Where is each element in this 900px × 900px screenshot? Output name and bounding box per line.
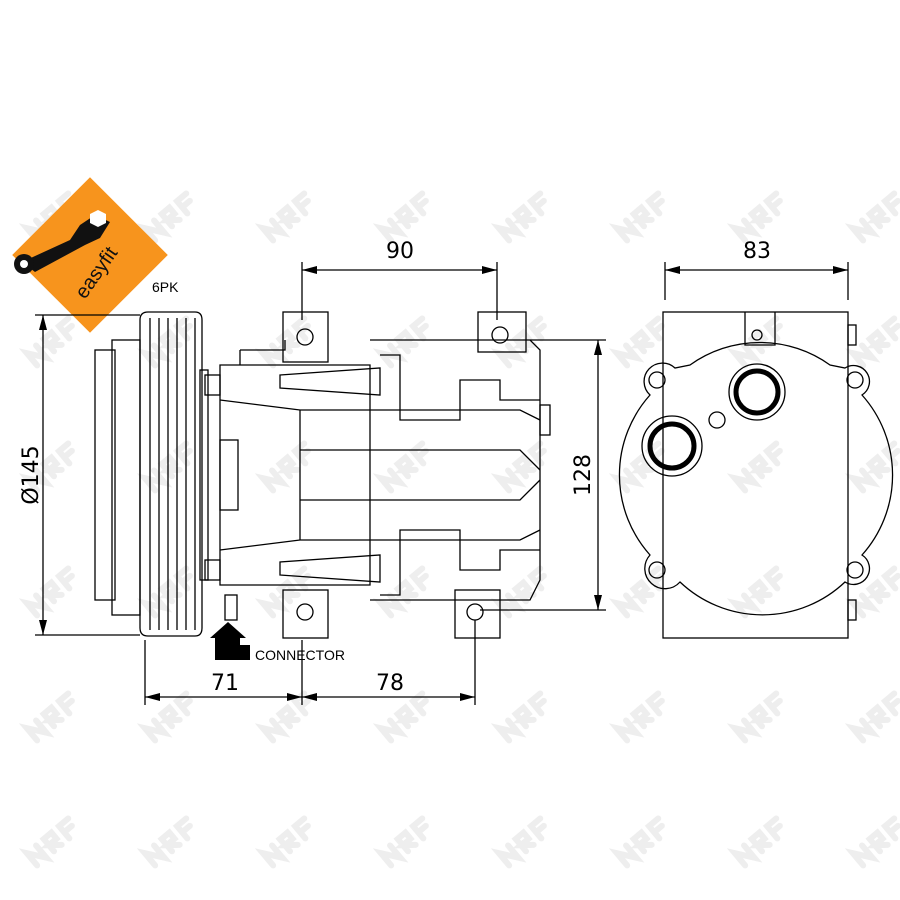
nrf-watermark-mark	[136, 315, 193, 369]
nrf-watermark-mark	[254, 815, 311, 869]
wrench-icon	[22, 215, 110, 272]
compressor-side-view	[204, 311, 551, 639]
nrf-watermark-mark	[844, 815, 900, 869]
width-label: 90	[386, 239, 414, 264]
nrf-watermark-mark	[18, 565, 75, 619]
left-length-label: 71	[211, 671, 239, 696]
belt-label: 6PK	[152, 279, 179, 295]
nrf-watermark-mark	[608, 690, 665, 744]
nrf-watermark-mark	[18, 690, 75, 744]
nrf-watermark-mark	[18, 440, 75, 494]
nrf-watermark-mark	[844, 440, 900, 494]
nrf-watermark-mark	[726, 440, 783, 494]
nrf-watermark-mark	[136, 565, 193, 619]
diameter-label: Ø145	[19, 445, 44, 504]
nrf-watermark-mark	[608, 315, 665, 369]
nrf-watermark-mark	[844, 315, 900, 369]
nrf-watermark-mark	[726, 190, 783, 244]
watermark-layer	[18, 190, 900, 869]
nrf-watermark-mark	[18, 815, 75, 869]
nrf-watermark-mark	[608, 565, 665, 619]
nrf-watermark-mark	[608, 815, 665, 869]
nrf-watermark-mark	[136, 190, 193, 244]
nrf-watermark-mark	[726, 815, 783, 869]
nrf-watermark-mark	[726, 690, 783, 744]
nrf-watermark-mark	[254, 190, 311, 244]
nrf-watermark-mark	[254, 440, 311, 494]
nrf-watermark-mark	[254, 565, 311, 619]
nrf-watermark-mark	[490, 190, 547, 244]
nrf-watermark-mark	[844, 565, 900, 619]
nrf-watermark-mark	[844, 690, 900, 744]
nrf-watermark-mark	[490, 440, 547, 494]
nrf-watermark-mark	[372, 565, 429, 619]
nrf-watermark-mark	[254, 690, 311, 744]
nrf-watermark-mark	[608, 440, 665, 494]
nrf-watermark-mark	[490, 690, 547, 744]
nrf-watermark-mark	[372, 440, 429, 494]
height-label: 128	[571, 454, 596, 496]
right-length-label: 78	[376, 671, 404, 696]
nrf-watermark-mark	[136, 815, 193, 869]
logo-diamond	[12, 177, 168, 333]
easyfit-logo: easyfit	[12, 177, 168, 333]
nrf-watermark-mark	[490, 315, 547, 369]
nrf-watermark-mark	[372, 815, 429, 869]
nrf-watermark-mark	[372, 190, 429, 244]
connector-label: CONNECTOR	[255, 647, 345, 663]
compressor-rear-view	[618, 311, 894, 639]
nrf-watermark-mark	[490, 815, 547, 869]
connector-arrow-icon	[210, 622, 250, 660]
nrf-watermark-mark	[18, 315, 75, 369]
pulley	[94, 311, 209, 637]
nrf-watermark-mark	[844, 190, 900, 244]
nrf-watermark-mark	[136, 690, 193, 744]
depth-label: 83	[743, 239, 771, 264]
nrf-watermark-mark	[608, 190, 665, 244]
nrf-watermark-mark	[254, 315, 311, 369]
nrf-watermark-mark	[18, 190, 75, 244]
nrf-watermark-mark	[372, 690, 429, 744]
nrf-watermark-mark	[372, 315, 429, 369]
nrf-watermark-mark	[490, 565, 547, 619]
nrf-watermark-mark	[136, 440, 193, 494]
nrf-watermark-mark	[726, 565, 783, 619]
